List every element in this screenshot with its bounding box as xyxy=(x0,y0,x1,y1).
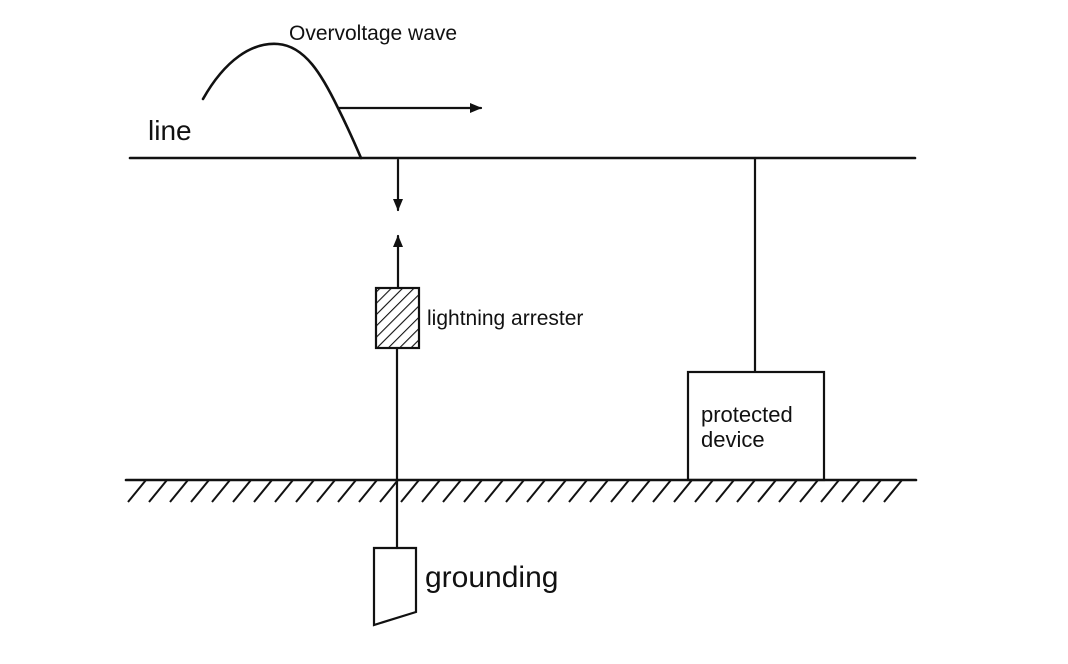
ground-hatch-stroke xyxy=(358,479,378,503)
overvoltage-wave-label: Overvoltage wave xyxy=(289,22,457,45)
lightning-arrester-box xyxy=(374,286,421,350)
ground-hatch-stroke xyxy=(127,479,147,503)
ground-hatch-stroke xyxy=(841,479,861,503)
ground-hatch-stroke xyxy=(883,479,903,503)
protected-device-label-line1: protected xyxy=(701,402,793,427)
ground-hatch-stroke xyxy=(694,479,714,503)
ground-hatch-stroke xyxy=(736,479,756,503)
line-label: line xyxy=(148,115,192,146)
ground-hatch-stroke xyxy=(211,479,231,503)
ground-hatch-stroke xyxy=(589,479,609,503)
ground-hatch-stroke xyxy=(652,479,672,503)
protected-device-label-line2: device xyxy=(701,427,765,452)
ground-hatch-stroke xyxy=(400,479,420,503)
ground-hatch-stroke xyxy=(799,479,819,503)
ground-hatch-stroke xyxy=(631,479,651,503)
ground-hatch-stroke xyxy=(190,479,210,503)
ground-hatch-stroke xyxy=(316,479,336,503)
ground-hatch-stroke xyxy=(505,479,525,503)
ground-hatch-stroke xyxy=(526,479,546,503)
ground-hatch-stroke xyxy=(610,479,630,503)
ground-hatch-stroke xyxy=(463,479,483,503)
ground-hatch-stroke xyxy=(337,479,357,503)
ground-hatch-stroke xyxy=(820,479,840,503)
overvoltage-wave-curve xyxy=(201,42,363,160)
ground-hatch-stroke xyxy=(568,479,588,503)
ground-hatch-stroke xyxy=(547,479,567,503)
lightning-arrester-label: lightning arrester xyxy=(427,307,583,330)
ground-hatch-stroke xyxy=(757,479,777,503)
ground-hatch-stroke xyxy=(484,479,504,503)
ground-hatch-stroke xyxy=(715,479,735,503)
ground-hatch-stroke xyxy=(421,479,441,503)
ground-hatching xyxy=(127,479,903,503)
ground-hatch-stroke xyxy=(862,479,882,503)
ground-hatch-stroke xyxy=(673,479,693,503)
ground-hatch-stroke xyxy=(442,479,462,503)
grounding-label: grounding xyxy=(425,561,558,594)
ground-hatch-stroke xyxy=(274,479,294,503)
ground-hatch-stroke xyxy=(232,479,252,503)
grounding-electrode xyxy=(372,546,418,627)
ground-hatch-stroke xyxy=(295,479,315,503)
ground-hatch-stroke xyxy=(778,479,798,503)
ground-hatch-stroke xyxy=(148,479,168,503)
ground-hatch-stroke xyxy=(169,479,189,503)
ground-hatch-stroke xyxy=(379,479,399,503)
ground-hatch-stroke xyxy=(253,479,273,503)
